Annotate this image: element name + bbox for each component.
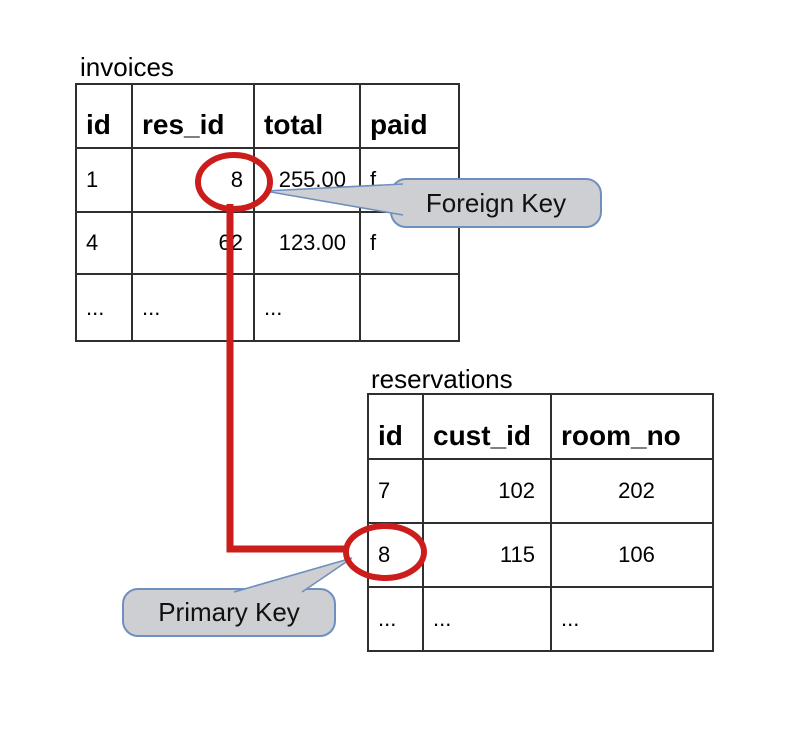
invoices-header-row: id res_id total paid xyxy=(75,83,460,149)
cell-ellipsis: ... xyxy=(422,586,552,652)
cell-id: 1 xyxy=(75,147,133,213)
cell-ellipsis: ... xyxy=(131,273,255,342)
table-row: ... ... ... xyxy=(367,586,714,652)
foreign-key-label: Foreign Key xyxy=(425,187,567,218)
column-header-res-id: res_id xyxy=(131,83,255,149)
cell-id: 7 xyxy=(367,458,424,524)
cell-total: 255.00 xyxy=(253,147,361,213)
cell-cust-id: 102 xyxy=(422,458,552,524)
cell-cust-id: 115 xyxy=(422,522,552,588)
foreign-key-callout: Foreign Key xyxy=(390,178,602,228)
invoices-table-title: invoices xyxy=(80,52,174,82)
primary-key-callout-tail xyxy=(234,558,352,592)
cell-id-circled: 8 xyxy=(367,522,424,588)
cell-ellipsis: ... xyxy=(367,586,424,652)
table-row: 7 102 202 xyxy=(367,458,714,524)
primary-key-callout-tail-outline xyxy=(233,557,353,593)
cell-res-id-circled: 8 xyxy=(131,147,255,213)
cell-res-id: 62 xyxy=(131,211,255,275)
primary-key-label: Primary Key xyxy=(158,597,300,627)
column-header-id: id xyxy=(367,393,424,460)
primary-key-callout: Primary Key xyxy=(122,588,336,637)
table-row: ... ... ... xyxy=(75,273,460,342)
column-header-room-no: room_no xyxy=(550,393,714,460)
table-row: 8 115 106 xyxy=(367,522,714,588)
reservations-table-title: reservations xyxy=(371,364,513,394)
column-header-paid: paid xyxy=(359,83,460,149)
reservations-header-row: id cust_id room_no xyxy=(367,393,714,460)
cell-id: 4 xyxy=(75,211,133,275)
cell-ellipsis: ... xyxy=(253,273,361,342)
cell-ellipsis: ... xyxy=(550,586,714,652)
cell-ellipsis: ... xyxy=(75,273,133,342)
cell-room-no: 106 xyxy=(550,522,714,588)
reservations-table: id cust_id room_no 7 102 202 8 115 106 .… xyxy=(367,393,714,652)
cell-empty xyxy=(359,273,460,342)
column-header-cust-id: cust_id xyxy=(422,393,552,460)
cell-total: 123.00 xyxy=(253,211,361,275)
cell-room-no: 202 xyxy=(550,458,714,524)
column-header-id: id xyxy=(75,83,133,149)
column-header-total: total xyxy=(253,83,361,149)
